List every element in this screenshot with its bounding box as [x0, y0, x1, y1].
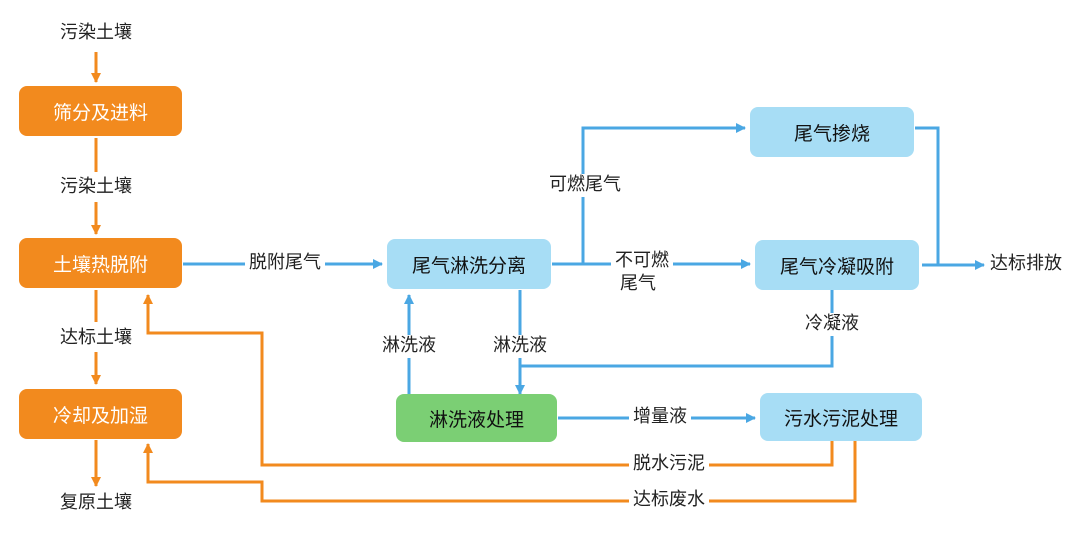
label-noncombustible-gas: 不可燃 尾气 — [611, 250, 673, 295]
node-wash-liquid-treat: 淋洗液处理 — [396, 394, 557, 442]
label-combustible-gas: 可燃尾气 — [545, 174, 625, 197]
label-noncombustible-line1: 不可燃 — [615, 250, 669, 271]
line-burn-to-discharge — [915, 126, 940, 265]
node-gas-blend-burn: 尾气掺烧 — [750, 107, 914, 157]
label-qualified-soil: 达标土壤 — [60, 327, 132, 348]
node-gas-condense-adsorb: 尾气冷凝吸附 — [755, 240, 919, 290]
label-contaminated-soil-top: 污染土壤 — [60, 22, 132, 43]
label-restored-soil: 复原土壤 — [60, 492, 132, 513]
arrow-condensate-to-wash-treat — [515, 290, 834, 395]
label-discharge: 达标排放 — [990, 253, 1062, 274]
label-qualified-wastewater: 达标废水 — [629, 489, 709, 512]
label-wash-liquid-left: 淋洗液 — [378, 335, 440, 358]
label-dewatered-sludge: 脱水污泥 — [629, 453, 709, 476]
label-increment-liquid: 增量液 — [629, 406, 691, 429]
label-wash-liquid-right: 淋洗液 — [489, 335, 551, 358]
arrow-dewatered-sludge-return — [143, 294, 834, 467]
node-sieve-feed: 筛分及进料 — [19, 86, 182, 136]
node-sewage-sludge-treat: 污水污泥处理 — [760, 393, 922, 441]
arrow-qualified-wastewater-return — [143, 440, 857, 503]
label-noncombustible-line2: 尾气 — [620, 272, 656, 294]
node-soil-desorption: 土壤热脱附 — [19, 238, 182, 288]
label-contaminated-soil-mid: 污染土壤 — [60, 176, 132, 197]
node-gas-washing: 尾气淋洗分离 — [387, 239, 551, 289]
label-condensate: 冷凝液 — [801, 313, 863, 336]
node-cool-humidify: 冷却及加湿 — [19, 389, 182, 439]
label-desorption-gas: 脱附尾气 — [245, 252, 325, 275]
